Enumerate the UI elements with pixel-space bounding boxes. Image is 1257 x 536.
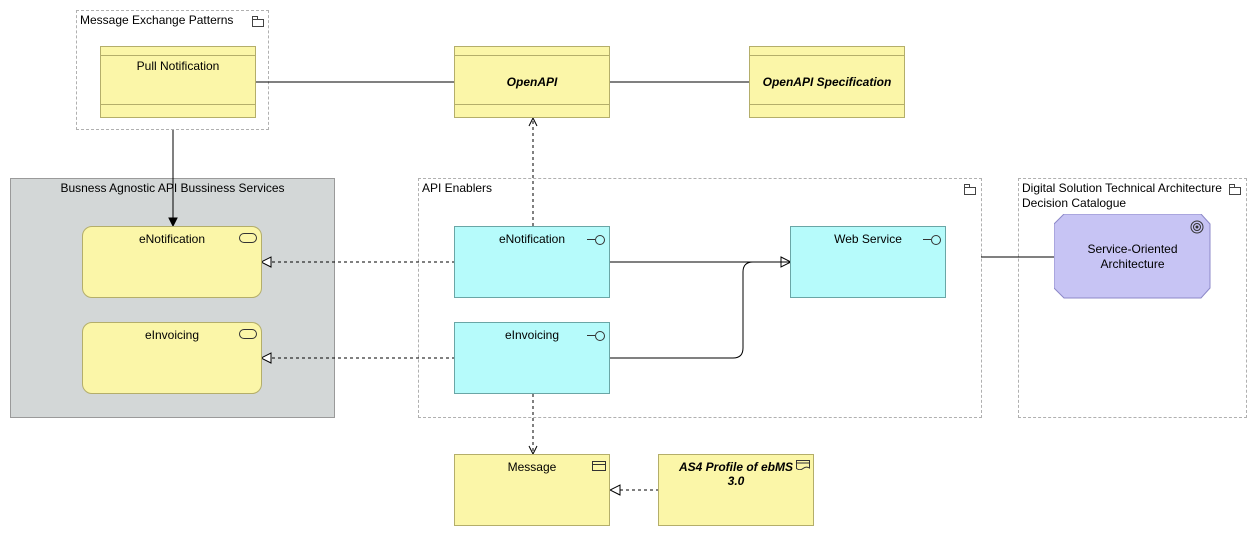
interface-icon [587,331,605,341]
interface-icon [923,235,941,245]
enotification-business-service[interactable]: eNotification [82,226,262,298]
element-label: OpenAPI [506,75,558,89]
element-label: eInvoicing [144,328,200,342]
element-label: Message [507,460,557,474]
web-service-interface[interactable]: Web Service [790,226,946,298]
element-label: eNotification [498,232,566,246]
element-label-line2: Architecture [1100,257,1165,271]
group-label: Busness Agnostic API Bussiness Services [60,181,285,195]
data-object-icon [592,461,606,471]
goal-icon [1190,220,1204,234]
element-label: OpenAPI Specification [762,75,892,89]
element-label-line2: 3.0 [727,474,745,488]
as4-profile-representation[interactable]: AS4 Profile of ebMS 3.0 [658,454,814,526]
openapi-node[interactable]: OpenAPI [454,46,610,118]
group-label-line2: Decision Catalogue [1022,196,1127,210]
group-label-line1: Digital Solution Technical Architecture [1022,181,1222,195]
business-service-icon [239,329,257,339]
group-message-exchange-patterns[interactable]: Message Exchange Patterns [76,10,269,130]
openapi-specification-node[interactable]: OpenAPI Specification [749,46,905,118]
group-label: Message Exchange Patterns [80,13,234,27]
interface-icon [587,235,605,245]
service-oriented-architecture-principle[interactable]: Service-Oriented Architecture [1054,214,1211,299]
group-label: API Enablers [422,181,493,195]
message-data-object[interactable]: Message [454,454,610,526]
folder-icon [252,16,264,27]
group-api-enablers[interactable]: API Enablers [418,178,982,418]
element-label-line1: Service-Oriented [1087,242,1178,256]
folder-icon [964,184,976,195]
element-label: Web Service [834,232,902,246]
folder-icon [1229,184,1241,195]
octagon-shape [1054,214,1211,299]
group-digital-solution-catalogue[interactable]: Digital Solution Technical Architecture … [1018,178,1247,418]
einvoicing-business-service[interactable]: eInvoicing [82,322,262,394]
element-label: Pull Notification [136,59,220,73]
enotification-interface[interactable]: eNotification [454,226,610,298]
pull-notification-node[interactable]: Pull Notification [100,46,256,118]
element-label: eNotification [138,232,206,246]
element-label-line1: AS4 Profile of ebMS [678,460,794,474]
element-label: eInvoicing [504,328,560,342]
einvoicing-interface[interactable]: eInvoicing [454,322,610,394]
representation-icon [796,460,810,470]
specialization-einv-webservice [609,261,791,359]
business-service-icon [239,233,257,243]
